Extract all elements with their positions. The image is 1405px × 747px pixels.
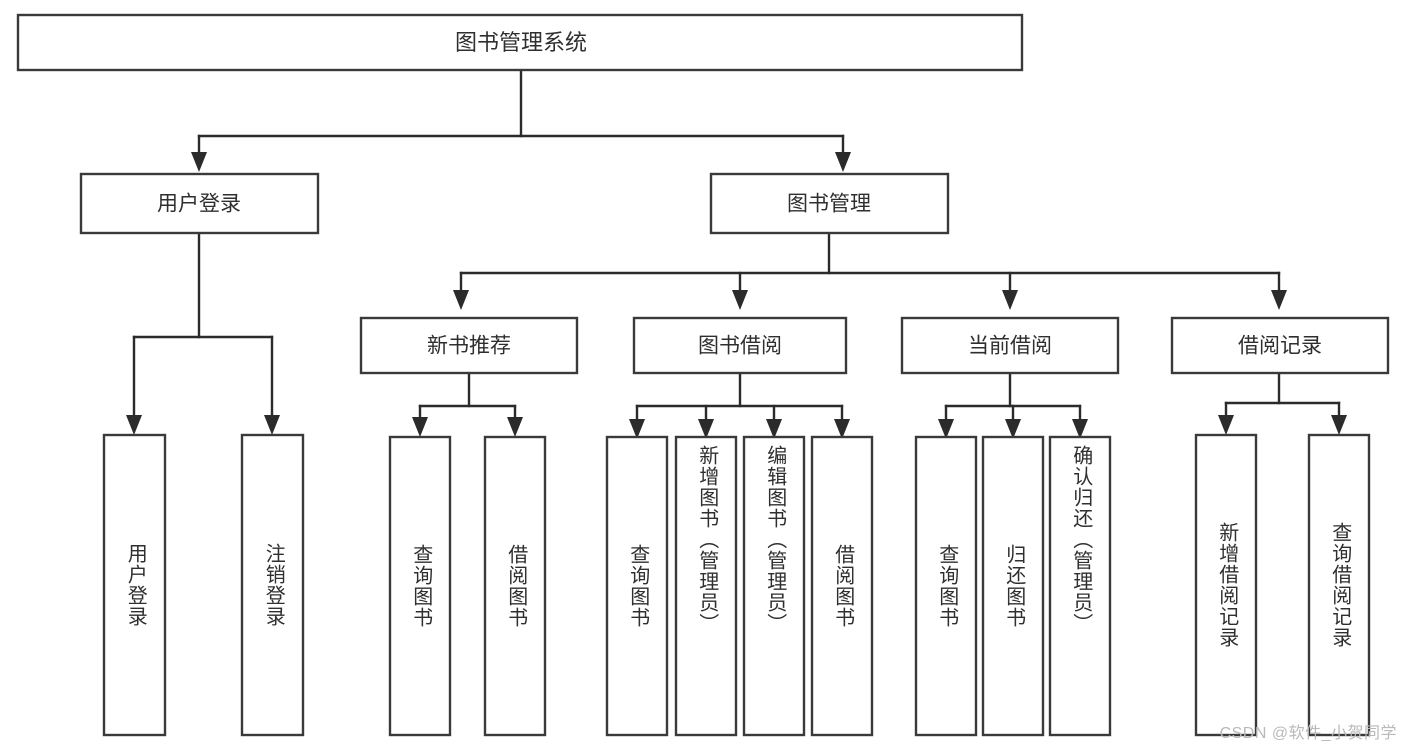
leaf-borrow-book-newrec[interactable] <box>483 435 547 737</box>
connector-root-to-level2 <box>197 68 845 156</box>
node-user-login-label: 用户登录 <box>157 193 241 216</box>
leaf-edit-book-admin[interactable] <box>742 435 806 737</box>
connector-userlogin-to-leaves <box>132 231 274 417</box>
leaf-query-borrow-record[interactable] <box>1307 433 1371 737</box>
node-book-manage-label: 图书管理 <box>787 193 871 216</box>
leaf-logout-login[interactable] <box>240 433 305 737</box>
node-user-login[interactable] <box>79 172 320 235</box>
csdn-watermark: CSDN @软件_小贺同学 <box>1219 725 1397 742</box>
connector-bookmanage-to-level3 <box>459 231 1281 294</box>
node-current-borrow[interactable] <box>900 316 1120 375</box>
node-book-borrow[interactable] <box>632 316 848 375</box>
leaf-user-login[interactable] <box>102 433 167 737</box>
node-book-borrow-label: 图书借阅 <box>698 335 782 358</box>
leaf-query-book-newrec[interactable] <box>388 435 452 737</box>
leaf-return-book[interactable] <box>981 435 1045 737</box>
node-current-borrow-label: 当前借阅 <box>968 335 1052 358</box>
node-borrow-record-label: 借阅记录 <box>1238 335 1322 358</box>
connector-borrowrecord-to-leaves <box>1224 371 1341 417</box>
leaf-add-borrow-record[interactable] <box>1194 433 1258 737</box>
node-new-book-recommend[interactable] <box>359 316 579 375</box>
leaf-borrow-book[interactable] <box>810 435 874 737</box>
connector-newbook-to-leaves <box>418 371 517 419</box>
node-root[interactable] <box>16 13 1024 72</box>
leaf-add-book-admin[interactable] <box>674 435 738 737</box>
leaf-query-book-current[interactable] <box>914 435 978 737</box>
connector-currentborrow-to-leaves <box>944 371 1082 421</box>
leaf-query-book-borrow[interactable] <box>605 435 669 737</box>
node-root-label: 图书管理系统 <box>455 30 587 55</box>
node-new-book-recommend-label: 新书推荐 <box>427 335 511 358</box>
leaf-confirm-return-admin[interactable] <box>1048 435 1112 737</box>
node-book-manage[interactable] <box>709 172 950 235</box>
connector-bookborrow-to-leaves <box>635 371 844 421</box>
node-borrow-record[interactable] <box>1170 316 1390 375</box>
